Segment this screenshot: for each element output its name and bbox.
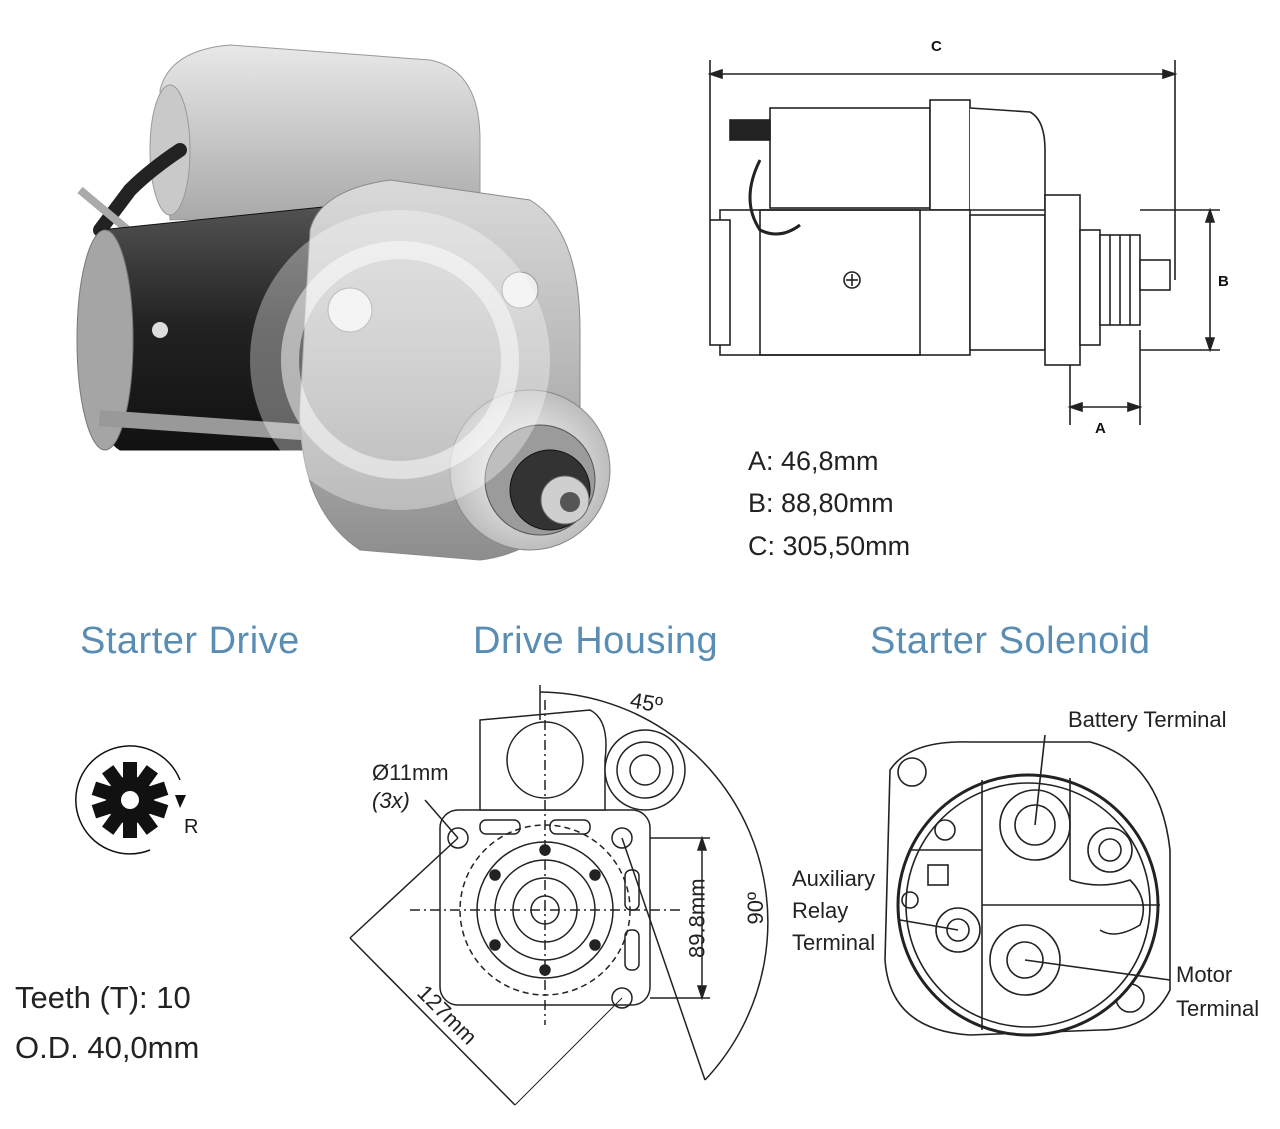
dimension-c-marker: C: [931, 38, 942, 55]
hole-count-label: (3x): [372, 788, 410, 813]
side-view-svg: [707, 60, 1220, 425]
dimension-a-marker: A: [1095, 420, 1106, 437]
dim-89-8-label: 89.8mm: [684, 878, 710, 958]
angle-45-label: 45º: [628, 687, 665, 718]
battery-terminal-label: Battery Terminal: [1068, 707, 1227, 732]
side-view-drawing: C B A: [700, 30, 1260, 450]
solenoid-svg: [884, 734, 1171, 1037]
motor-terminal-line2: Terminal: [1176, 996, 1260, 1021]
drive-housing-svg: [349, 685, 769, 1106]
auxiliary-terminal-line2: Relay: [792, 898, 849, 923]
teeth-count: Teeth (T): 10: [15, 980, 191, 1015]
starter-drive-title: Starter Drive: [80, 620, 300, 662]
angle-90-label: 90º: [743, 891, 769, 925]
motor-terminal-line1: Motor: [1176, 962, 1233, 987]
rotation-label: R: [184, 816, 199, 838]
hole-diameter-label: Ø11mm: [372, 760, 449, 785]
starter-solenoid-title: Starter Solenoid: [870, 620, 1151, 662]
dimension-b-value: B: 88,80mm: [748, 488, 894, 518]
dimension-a-value: A: 46,8mm: [748, 446, 879, 476]
gear-icon: [75, 745, 186, 855]
starter-motor-photo: [60, 30, 620, 580]
drive-housing-title: Drive Housing: [473, 620, 719, 662]
starter-motor-illustration: [76, 44, 611, 561]
outer-diameter: O.D. 40,0mm: [15, 1030, 200, 1065]
dimension-c-value: C: 305,50mm: [748, 531, 911, 561]
dimension-b-marker: B: [1218, 273, 1229, 290]
auxiliary-terminal-line1: Auxiliary: [792, 866, 876, 891]
auxiliary-terminal-line3: Terminal: [792, 930, 876, 955]
drive-housing-drawing: Ø11mm (3x) 45º 90º 89.8mm 127mm: [349, 680, 790, 1110]
starter-drive-gear: R: [60, 740, 220, 870]
solenoid-drawing: [870, 730, 1180, 1040]
